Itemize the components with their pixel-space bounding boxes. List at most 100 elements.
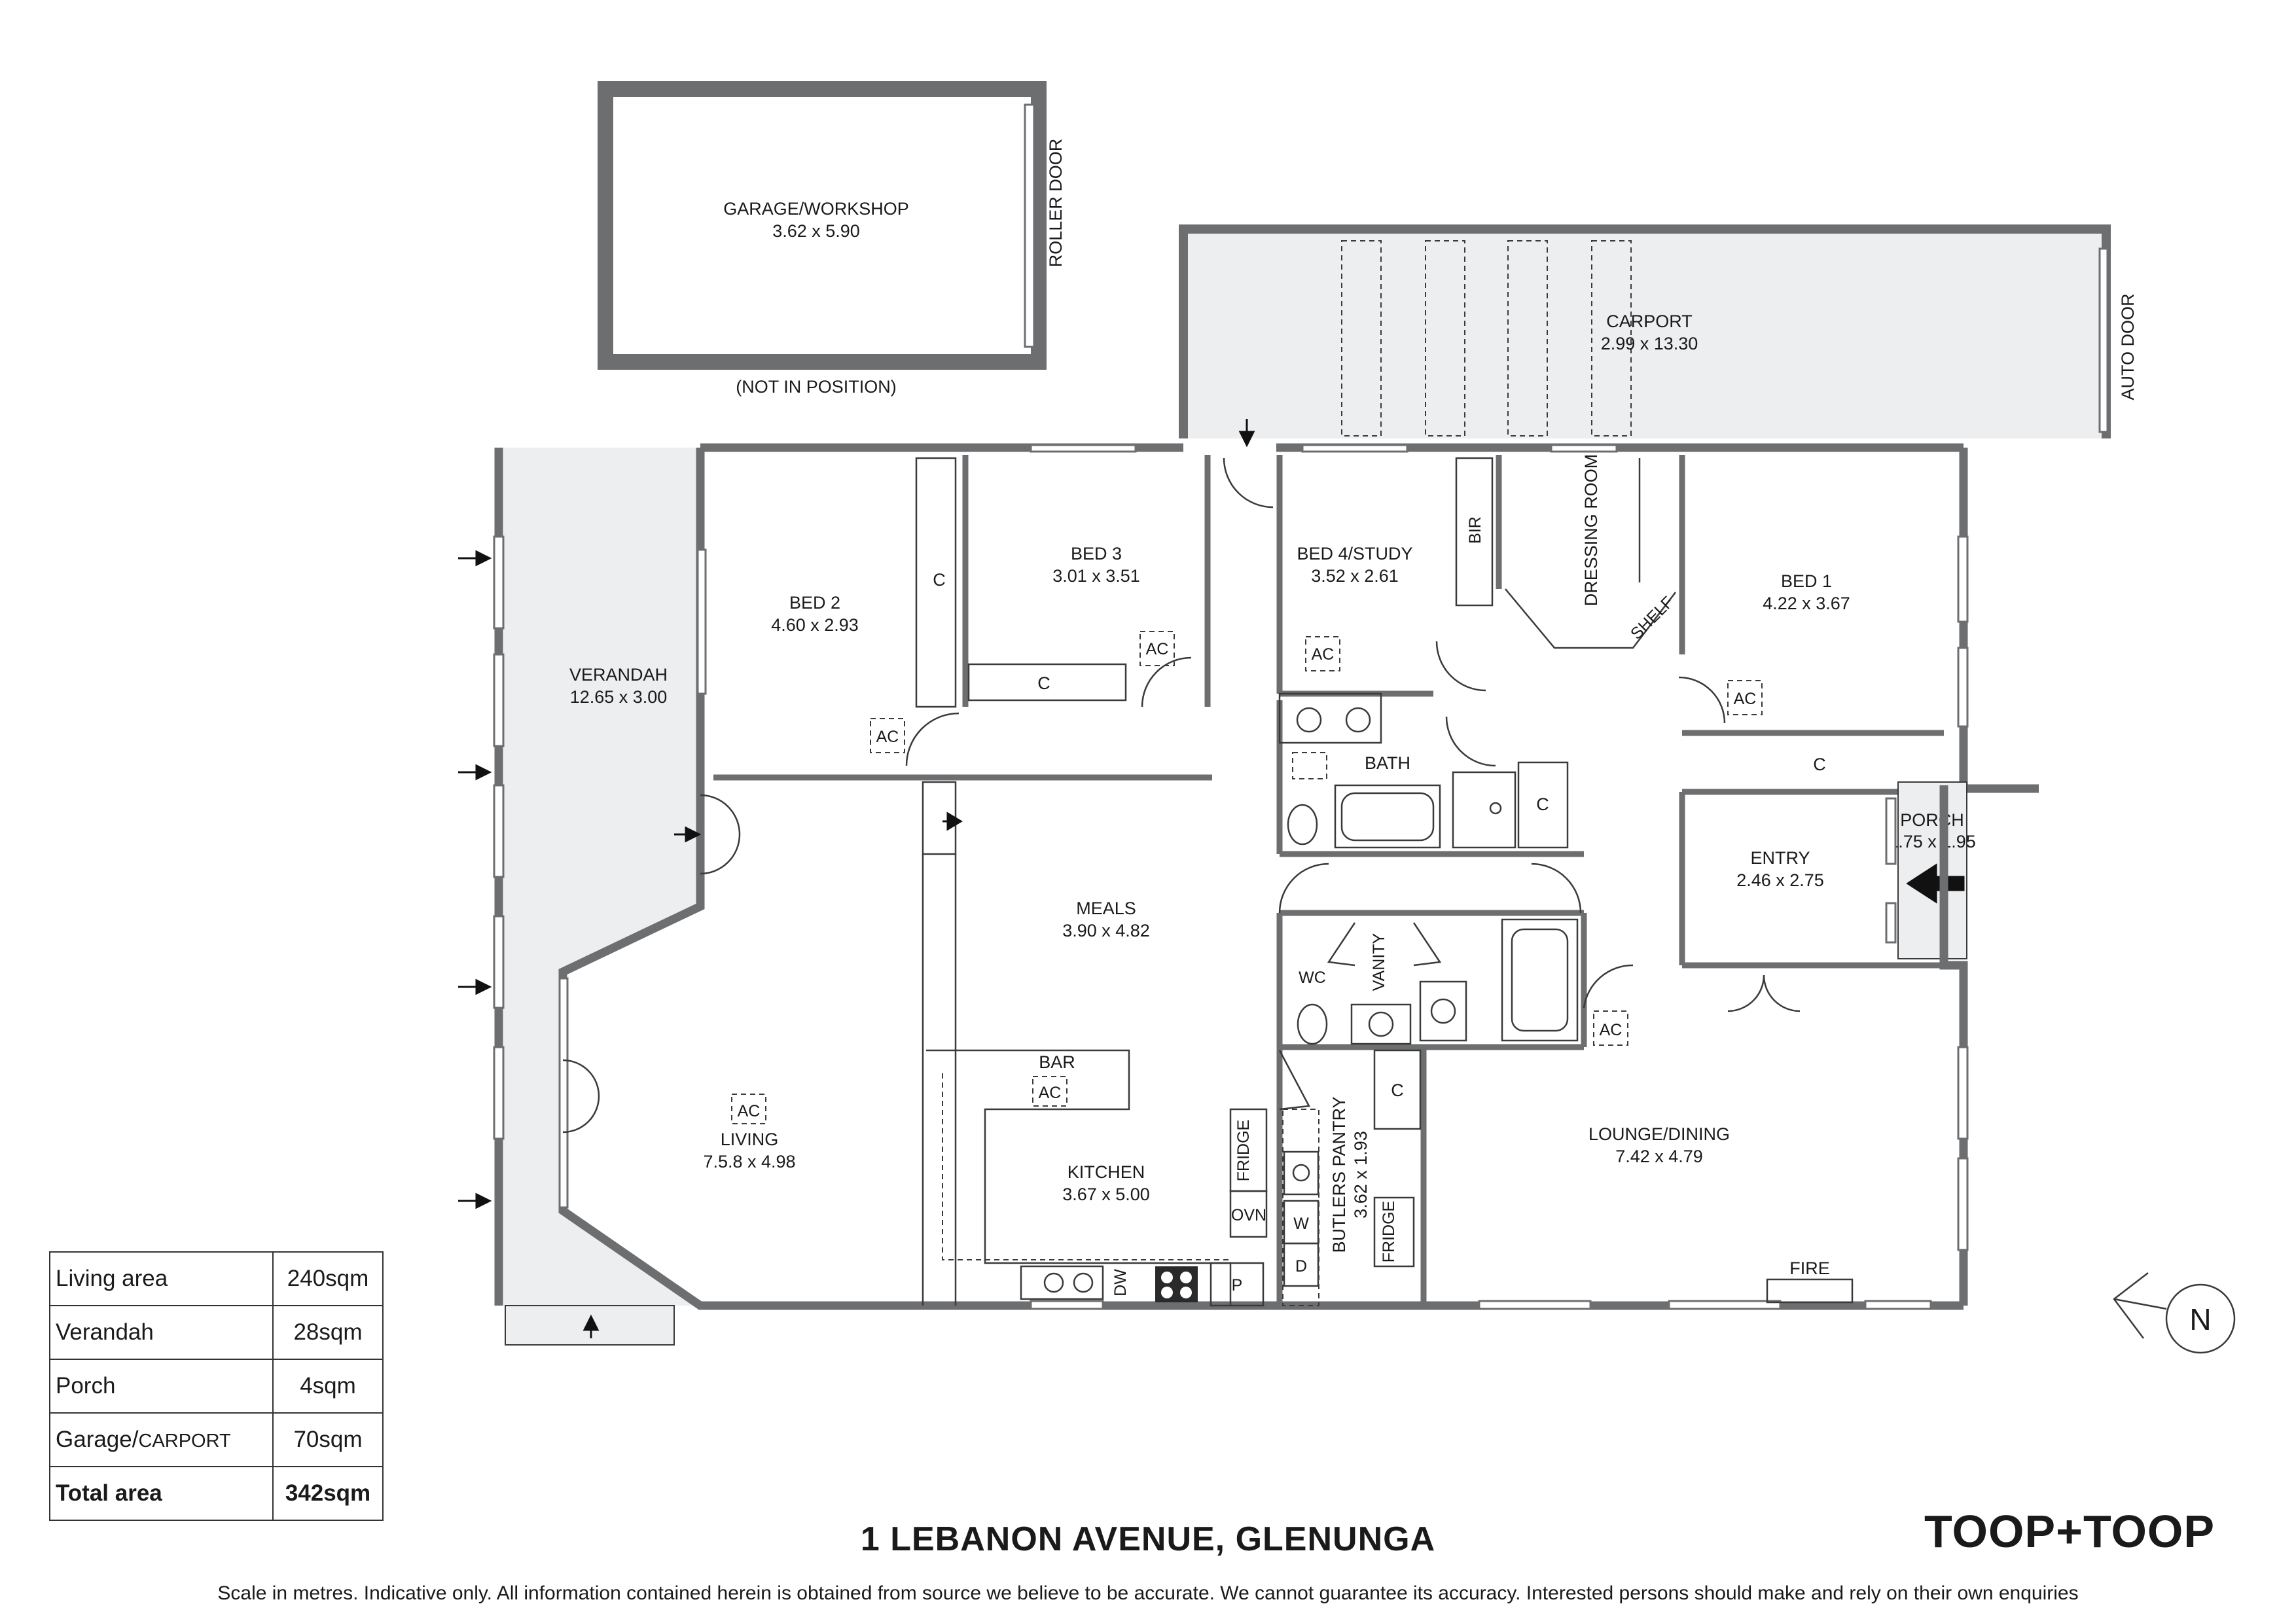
bath-closet: C: [1536, 794, 1549, 814]
carport-dims: 2.99 x 13.30: [1601, 334, 1698, 353]
pantry-fridge: FRIDGE: [1380, 1201, 1398, 1262]
porch-name: PORCH: [1900, 810, 1964, 830]
lounge-dining: LOUNGE/DINING 7.42 x 4.79 AC FIRE: [1583, 964, 1854, 1304]
bed1: BED 1 4.22 x 3.67 AC C: [1678, 571, 1850, 774]
bed4-dims: 3.52 x 2.61: [1311, 566, 1399, 586]
fire-label: FIRE: [1789, 1258, 1830, 1278]
area-label: Porch: [49, 1359, 274, 1414]
dressing-shelf: SHELF: [1627, 593, 1677, 643]
area-value: 240sqm: [272, 1251, 384, 1306]
area-label-small: CARPORT: [138, 1431, 231, 1452]
kitchen-fridge: FRIDGE: [1234, 1120, 1253, 1181]
entry-porch: ENTRY 2.46 x 2.75 PORCH 1.75 x 1.95: [1736, 781, 1976, 965]
bed2-name: BED 2: [789, 593, 840, 613]
house-walls: [558, 443, 2039, 1310]
bed3-ac: AC: [1146, 640, 1169, 658]
living-ac: AC: [738, 1102, 761, 1120]
butlers-pantry: W D BUTLERS PANTRY 3.62 x 1.93 C FRIDGE: [1278, 1049, 1422, 1306]
area-label: Living area: [49, 1251, 274, 1306]
area-label-main: Garage/: [56, 1427, 139, 1452]
bed1-name: BED 1: [1781, 571, 1832, 591]
meals: MEALS 3.90 x 4.82: [922, 781, 1150, 1306]
compass: N: [2113, 1272, 2236, 1354]
area-label: Garage/CARPORT: [49, 1412, 274, 1467]
bed1-ac: AC: [1734, 690, 1757, 708]
bed4: BIR BED 4/STUDY 3.52 x 2.61 AC: [1297, 457, 1494, 692]
verandah: VERANDAH 12.65 x 3.00: [493, 448, 700, 1346]
lounge-ac: AC: [1600, 1021, 1623, 1039]
carport: CARPORT 2.99 x 13.30 AUTO DOOR: [1179, 224, 2138, 438]
verandah-name: VERANDAH: [569, 665, 668, 685]
entry-name: ENTRY: [1750, 848, 1810, 868]
bed1-closet: C: [1813, 755, 1826, 774]
garage-workshop: GARAGE/WORKSHOP 3.62 x 5.90 ROLLER DOOR …: [598, 81, 1066, 397]
dishwasher-label: DW: [1111, 1269, 1130, 1296]
living-dims: 7.5.8 x 4.98: [703, 1152, 795, 1171]
kitchen-name: KITCHEN: [1067, 1162, 1145, 1182]
living-name: LIVING: [721, 1130, 779, 1149]
auto-door-label: AUTO DOOR: [2118, 293, 2138, 400]
table-row: Verandah 28sqm: [49, 1305, 384, 1360]
bed2: C BED 2 4.60 x 2.93 AC: [771, 457, 960, 766]
area-label: Verandah: [49, 1305, 274, 1360]
bed2-closet: C: [933, 570, 946, 590]
lounge-name: LOUNGE/DINING: [1588, 1124, 1730, 1144]
bed4-name: BED 4/STUDY: [1297, 544, 1412, 563]
table-row-total: Total area 342sqm: [49, 1466, 384, 1521]
area-summary-table: Living area 240sqm Verandah 28sqm Porch …: [49, 1251, 384, 1521]
brand-logo: TOOP+TOOP: [1924, 1506, 2215, 1557]
meals-name: MEALS: [1076, 899, 1136, 918]
living: AC LIVING 7.5.8 x 4.98: [562, 794, 796, 1171]
disclaimer-text: Scale in metres. Indicative only. All in…: [217, 1582, 2079, 1604]
table-row: Porch 4sqm: [49, 1359, 384, 1414]
carport-name: CARPORT: [1606, 312, 1693, 331]
area-label: Total area: [49, 1466, 274, 1521]
meals-dims: 3.90 x 4.82: [1062, 921, 1150, 940]
dressing-room: DRESSING ROOM SHELF: [1505, 454, 1677, 649]
butlers-dims: 3.62 x 1.93: [1351, 1131, 1371, 1219]
garage-dims: 3.62 x 5.90: [772, 221, 860, 241]
bed2-ac: AC: [876, 728, 899, 746]
bed3-dims: 3.01 x 3.51: [1052, 566, 1140, 586]
dryer-label: D: [1295, 1257, 1307, 1275]
bar-ac: AC: [1039, 1084, 1062, 1102]
area-value: 28sqm: [272, 1305, 384, 1360]
area-value: 4sqm: [272, 1359, 384, 1414]
lounge-dims: 7.42 x 4.79: [1615, 1147, 1703, 1166]
kitchen-dims: 3.67 x 5.00: [1062, 1185, 1150, 1204]
roller-door-label: ROLLER DOOR: [1046, 139, 1066, 268]
compass-north: N: [2189, 1302, 2211, 1336]
bath: C BATH: [1278, 692, 1569, 849]
property-address: 1 LEBANON AVENUE, GLENUNGA: [860, 1520, 1436, 1558]
garage-position-note: (NOT IN POSITION): [736, 377, 897, 397]
washer-label: W: [1293, 1215, 1309, 1233]
table-row: Living area 240sqm: [49, 1251, 384, 1306]
bed3-name: BED 3: [1071, 544, 1122, 563]
front-door-arrow: [1906, 863, 1965, 904]
vanity-label: VANITY: [1370, 933, 1388, 991]
wc-vanity: WC VANITY: [1278, 863, 1582, 1045]
bed2-dims: 4.60 x 2.93: [771, 615, 859, 635]
bed4-bir: BIR: [1466, 516, 1484, 544]
bed3: C BED 3 3.01 x 3.51 AC: [967, 544, 1192, 707]
bath-name: BATH: [1365, 753, 1410, 773]
bar-label: BAR: [1039, 1052, 1075, 1072]
bed3-closet: C: [1037, 673, 1050, 693]
bed4-ac: AC: [1312, 645, 1335, 664]
kitchen: BAR AC KITCHEN 3.67 x 5.00 DW FRIDGE OVN…: [926, 1049, 1268, 1307]
dressing-name: DRESSING ROOM: [1581, 454, 1601, 607]
table-row: Garage/CARPORT 70sqm: [49, 1412, 384, 1467]
porch-dims: 1.75 x 1.95: [1888, 832, 1976, 851]
bed1-dims: 4.22 x 3.67: [1763, 594, 1850, 613]
area-value: 342sqm: [272, 1466, 384, 1521]
entry-dims: 2.46 x 2.75: [1736, 870, 1824, 890]
oven-label: OVN: [1231, 1206, 1266, 1224]
garage-name: GARAGE/WORKSHOP: [723, 199, 909, 219]
verandah-arrows: [458, 550, 702, 1338]
pantry-label: P: [1232, 1276, 1243, 1294]
area-value: 70sqm: [272, 1412, 384, 1467]
pantry-closet: C: [1391, 1080, 1404, 1100]
side-door-arrow: [1223, 419, 1274, 508]
butlers-name: BUTLERS PANTRY: [1329, 1096, 1349, 1253]
